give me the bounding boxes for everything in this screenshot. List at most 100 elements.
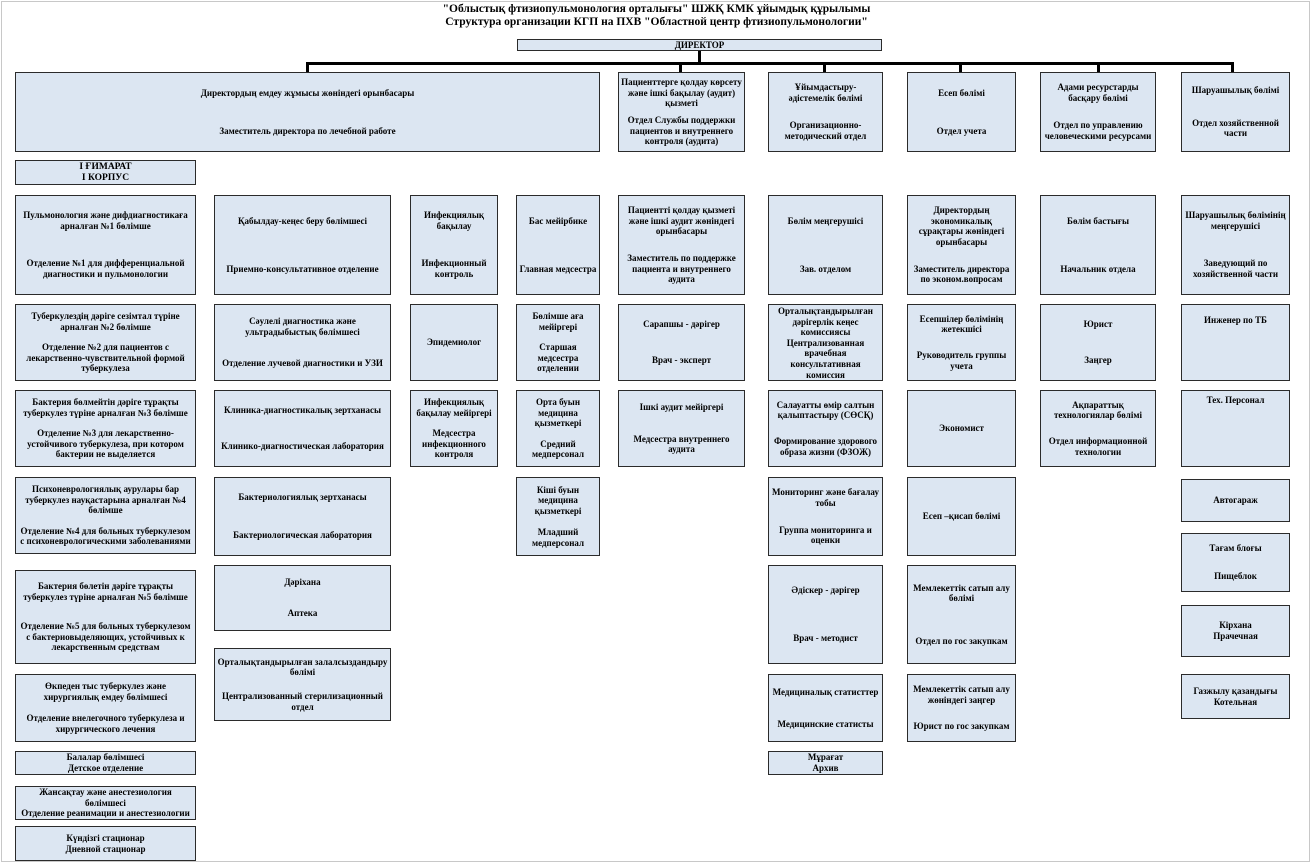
box-kz: Сарапшы - дәрігер [643,318,720,329]
col1-box-3: Бактерия бөлмейтін дәріге тұрақты туберк… [15,390,196,467]
col6-box-1: Бөлім меңгерушісі Зав. отделом [768,195,883,295]
box-ru: Врач - методист [793,632,858,643]
col4-box-1: Бас мейірбике Главная медсестра [516,195,600,295]
box-ru: Младший медперсонал [531,527,585,548]
box-ru: Заңгер [1084,355,1112,366]
col3-box-1: Инфекциялық бақылау Инфекционный контрол… [410,195,498,295]
box-kz: Кірхана [1219,620,1252,631]
box-ru: Средний медперсонал [531,438,585,460]
box-kz: Орта буын медицина қызметкері [534,397,582,429]
box-kz: Инфекциялық бақылау мейіргері [416,397,492,418]
dept-box-accounting: Есеп бөлімі Отдел учета [907,72,1016,152]
col9-box-5: Тағам блоғы Пищеблок [1181,533,1290,592]
box-kz: Бөлім меңгерушісі [787,215,864,226]
col4-box-4: Кіші буын медицина қызметкері Младший ме… [516,477,600,556]
box-kz: Автогараж [1213,495,1258,506]
dept-ru: Отдел хозяйственной части [1192,117,1279,139]
box-kz: Бөлімше аға мейіргері [532,311,584,332]
col4-box-3: Орта буын медицина қызметкері Средний ме… [516,390,600,467]
dept-connector-3 [823,62,826,73]
box-ru: Юрист по гос закупкам [913,721,1010,732]
col1-box-6: Өкпеден тыс туберкулез және хирургиялық … [15,674,196,742]
chart-title-kz: "Облыстық фтизиопульмонология орталығы" … [442,3,871,15]
dept-connector-4 [959,62,962,73]
box-ru: Отделение реанимации и анестезиологии [21,808,190,819]
col8-box-1: Бөлім бастығы Начальник отдела [1040,195,1156,295]
director-connector [698,51,701,63]
dept-kz: Шаруашылық бөлімі [1191,85,1280,96]
director-box: ДИРЕКТОР [517,39,882,51]
box-kz: Бактерия бөлетін дәріге тұрақты туберкул… [23,581,188,602]
box-kz: Шаруашылық бөлімінің меңгерушісі [1185,210,1286,231]
box-kz: Медициналық статисттер [772,686,879,697]
box-ru: Формирование здорового образа жизни (ФЗО… [773,436,878,457]
director-label: ДИРЕКТОР [674,39,725,50]
box-ru: Старшая медсестра отделении [537,342,579,374]
col6-box-7: Мұрағат Архив [768,751,883,775]
box-kz: Ақпараттық технологиялар бөлімі [1054,399,1142,421]
box-kz: Өкпеден тыс туберкулез және хирургиялық … [43,681,168,702]
dept-box-economic: Шаруашылық бөлімі Отдел хозяйственной ча… [1181,72,1290,152]
box-ru: Аптека [287,608,318,619]
box-kz: Кіші буын медицина қызметкері [534,484,582,516]
col5-box-2: Сарапшы - дәрігер Врач - эксперт [618,304,745,381]
box-ru: Архив [812,763,839,773]
box-ru: Медсестра инфекционного контроля [422,428,486,460]
col2-box-4: Бактериологиялық зертханасы Бактериологи… [214,477,391,556]
box-ru: Отделение внелегочного туберкулеза и хир… [26,713,185,734]
box-kz: Есеп –қисап бөлімі [922,511,1001,522]
col1-box-2: Туберкулездің дәріге сезімтал түріне арн… [15,304,196,381]
box-kz: Туберкулездің дәріге сезімтал түріне арн… [31,311,180,332]
box-ru: Отделение №2 для пациентов с лекарственн… [26,342,185,374]
box-ru: Клинико-диагностическая лаборатория [221,441,384,452]
box-kz: Бөлім бастығы [1067,215,1129,226]
dept-kz: Есеп бөлімі [938,87,985,98]
col7-box-6: Мемлекеттік сатып алу жөніндегі заңгер Ю… [907,674,1016,742]
col6-box-3: Салауатты өмір салтын қалыптастыру (СӨСҚ… [768,390,883,467]
box-ru: Котельная [1213,696,1258,707]
box-kz: Тағам блоғы [1209,543,1262,554]
box-ru: Дневной стационар [65,843,146,854]
col7-box-4: Есеп –қисап бөлімі [907,477,1016,556]
box-ru: Отделение №3 для лекарственно-устойчивог… [27,428,184,460]
box-kz: Күндізгі стационар [66,832,145,843]
box-kz: Экономист [939,423,984,434]
col1-box-9: Күндізгі стационар Дневной стационар [15,826,196,861]
dept-kz: Директордың емдеу жұмысы жөніндегі орынб… [200,87,415,98]
col5-box-3: Ішкі аудит мейіргері Медсестра внутренне… [618,390,745,467]
col8-box-2: Юрист Заңгер [1040,304,1156,381]
col7-box-5: Мемлекеттік сатып алу бөлімі Отдел по го… [907,565,1016,664]
box-kz: Ішкі аудит мейіргері [639,402,724,413]
box-kz: Салауатты өмір салтын қалыптастыру (СӨСҚ… [776,399,875,421]
col6-box-6: Медициналық статисттер Медицинские стати… [768,674,883,742]
box-ru: Приемно-консультативное отделение [226,263,379,274]
col3-box-3: Инфекциялық бақылау мейіргері Медсестра … [410,390,498,467]
box-kz: Орталықтандырылған дәрігерлік кеңес коми… [778,306,873,338]
col7-box-3: Экономист [907,390,1016,467]
col8-box-3: Ақпараттық технологиялар бөлімі Отдел ин… [1040,390,1156,467]
box-kz: Сәулелі диагностика және ультрадыбыстық … [245,316,360,337]
dept-connector-6 [1231,62,1234,73]
box-kz: Есепшілер бөлімінің жетекшісі [919,313,1004,335]
box-ru: Отдел информационной технологии [1048,436,1148,457]
dept-ru: Отдел по управлению человеческими ресурс… [1044,120,1152,141]
box-kz: Бактерия бөлмейтін дәріге тұрақты туберк… [23,397,188,418]
box-ru: Главная медсестра [519,263,597,274]
col7-box-1: Директордың экономикалық сұрақтары жөнін… [907,195,1016,295]
col1-box-4: Психоневрологиялық аурулары бар туберкул… [15,477,196,554]
col6-box-4: Мониторинг және бағалау тобы Группа мони… [768,477,883,556]
dept-ru: Организационно-методический отдел [784,120,867,141]
box-kz: Клиника-диагностикалық зертханасы [224,404,381,415]
box-kz: Мемлекеттік сатып алу жөніндегі заңгер [913,684,1010,705]
col2-box-2: Сәулелі диагностика және ультрадыбыстық … [214,304,391,381]
box-kz: Инженер по ТБ [1204,315,1267,325]
box-kz: Бактериологиялық зертханасы [238,492,367,503]
col9-box-4: Автогараж [1181,479,1290,522]
chart-title-ru: Структура организации КГП на ПХВ "Област… [445,16,868,28]
dept-box-patient-support-audit: Пациенттерге қолдау көрсету және ішкі ба… [618,72,745,152]
box-ru: Бактериологическая лаборатория [233,529,372,540]
col9-box-1: Шаруашылық бөлімінің меңгерушісі Заведую… [1181,195,1290,295]
building-ru: I КОРПУС [81,172,130,183]
box-kz: Дәріхана [284,577,321,588]
col2-box-5: Дәріхана Аптека [214,565,391,631]
